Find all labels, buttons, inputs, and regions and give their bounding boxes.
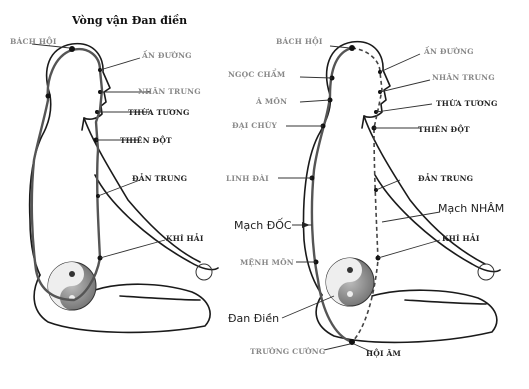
label-mach-nham: Mạch NHÂM — [438, 202, 504, 215]
label-thien-dot-right: THIÊN ĐỘT — [418, 125, 470, 134]
label-dan-trung-left: ĐẢN TRUNG — [132, 173, 187, 183]
label-thien-dot-left: THIÊN ĐỘT — [120, 136, 172, 145]
label-mach-doc: Mạch ĐỐC — [234, 218, 292, 232]
label-an-duong-left: ẤN ĐƯỜNG — [141, 50, 192, 60]
label-nhan-trung-left: NHÂN TRUNG — [138, 87, 201, 96]
label-menh-mon: MỆNH MÔN — [240, 258, 294, 267]
label-bach-hoi-left: BÁCH HỘI — [10, 37, 57, 46]
label-thua-tuong-left: THỪA TƯƠNG — [128, 108, 190, 117]
label-truong-cuong: TRƯỜNG CƯỜNG — [250, 347, 325, 356]
label-dan-dien: Đan Điền — [228, 312, 279, 325]
arrow-right-icon — [302, 222, 310, 228]
right-figure — [278, 42, 500, 352]
label-khi-hai-left: KHÍ HẢI — [166, 233, 204, 243]
label-dai-chuy: ĐẠI CHÙY — [232, 121, 277, 130]
diagram-title: Vòng vận Đan điền — [71, 14, 187, 27]
label-ngoc-cham: NGỌC CHẨM — [228, 68, 285, 79]
label-bach-hoi-right: BÁCH HỘI — [276, 37, 323, 46]
label-khi-hai-right: KHÍ HẢI — [442, 233, 480, 243]
label-hoi-am: HỘI ÂM — [366, 349, 401, 358]
label-dan-trung-right: ĐẢN TRUNG — [418, 173, 473, 183]
label-thua-tuong-right: THỪA TƯƠNG — [436, 99, 498, 108]
label-a-mon: Á MÔN — [255, 97, 287, 106]
label-nhan-trung-right: NHÂN TRUNG — [432, 73, 495, 82]
label-an-duong-right: ẤN ĐƯỜNG — [423, 46, 474, 56]
label-linh-dai: LINH ĐÀI — [226, 174, 269, 183]
